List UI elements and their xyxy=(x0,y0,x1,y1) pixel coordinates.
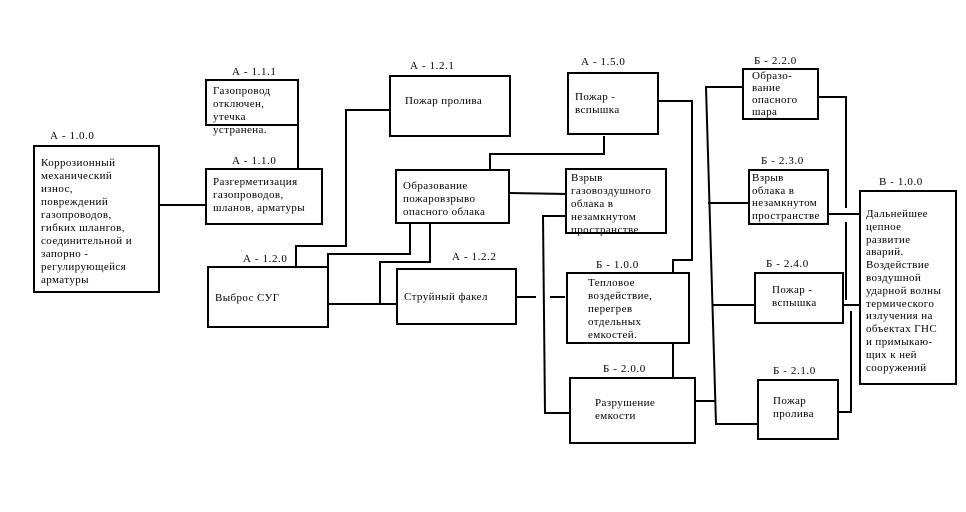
node-code-a111: А - 1.1.1 xyxy=(232,66,277,78)
node-text-a122: Струйный факел xyxy=(404,291,488,303)
node-b100[interactable]: Тепловое воздействие, перегрев отдельных… xyxy=(566,272,690,344)
node-text-v100: Дальнейшее цепное развитие аварий. Возде… xyxy=(866,208,942,374)
edge-a120-cloud xyxy=(327,223,411,266)
edge-a150-b100 xyxy=(658,100,693,272)
node-text-a100: Коррозионный механический износ, поврежд… xyxy=(41,157,133,286)
node-cloud[interactable]: Образование пожаровзрыво опасного облака xyxy=(395,169,510,224)
node-text-b220: Образо- вание опасного шара xyxy=(752,70,798,118)
edge-b220-v100 xyxy=(818,96,847,208)
node-code-b220: Б - 2.2.0 xyxy=(754,55,797,67)
node-code-a110: А - 1.1.0 xyxy=(232,155,277,167)
node-code-b210: Б - 2.1.0 xyxy=(773,365,816,377)
node-text-b230: Взрыв облака в незамкнутом пространстве xyxy=(752,172,820,222)
node-text-b240: Пожар - вспышка xyxy=(772,284,817,309)
edge-explosion-b200 xyxy=(541,215,570,414)
node-a150[interactable]: Пожар - вспышка xyxy=(567,72,659,135)
node-a120[interactable]: Выброс СУГ xyxy=(207,266,329,328)
node-text-a121: Пожар пролива xyxy=(405,95,483,107)
node-text-a111: Газопровод отключен, утечка устранена. xyxy=(213,85,271,136)
node-code-b200: Б - 2.0.0 xyxy=(603,363,646,375)
edge-cloud-explosion xyxy=(508,192,569,195)
edge-b210-v100 xyxy=(838,311,852,413)
node-text-a120: Выброс СУГ xyxy=(215,292,280,304)
edge-cloud-a122 xyxy=(379,223,431,304)
node-text-b200: Разрушение емкости xyxy=(595,397,656,422)
node-text-b100: Тепловое воздействие, перегрев отдельных… xyxy=(588,277,653,341)
node-code-b230: Б - 2.3.0 xyxy=(761,155,804,167)
node-b220[interactable]: Образо- вание опасного шара xyxy=(742,68,819,120)
edge-cloud-a150 xyxy=(489,136,605,169)
node-code-a122: А - 1.2.2 xyxy=(452,251,497,263)
node-text-cloud: Образование пожаровзрыво опасного облака xyxy=(403,180,486,218)
node-text-a110: Разгерметизация газопроводов, шланов, ар… xyxy=(213,176,306,214)
node-code-a120: А - 1.2.0 xyxy=(243,253,288,265)
node-a110[interactable]: Разгерметизация газопроводов, шланов, ар… xyxy=(205,168,323,225)
node-code-v100: В - 1.0.0 xyxy=(879,176,923,188)
node-v100[interactable]: Дальнейшее цепное развитие аварий. Возде… xyxy=(859,190,957,385)
node-b230[interactable]: Взрыв облака в незамкнутом пространстве xyxy=(748,169,829,225)
node-a122[interactable]: Струйный факел xyxy=(396,268,517,325)
node-explosion[interactable]: Взрыв газовоздушного облака в незамкнуто… xyxy=(565,168,667,236)
node-text-a150: Пожар - вспышка xyxy=(575,91,620,116)
node-b240[interactable]: Пожар - вспышка xyxy=(754,272,844,324)
node-b210[interactable]: Пожар пролива xyxy=(757,379,839,440)
node-a111[interactable]: Газопровод отключен, утечка устранена. xyxy=(205,79,299,136)
edge-a120-a121 xyxy=(295,109,390,266)
node-text-explosion: Взрыв газовоздушного облака в незамкнуто… xyxy=(571,172,652,236)
edge-b-spine xyxy=(704,86,760,425)
node-a100[interactable]: Коррозионный механический износ, поврежд… xyxy=(33,145,160,293)
node-code-a100: А - 1.0.0 xyxy=(50,130,95,142)
node-text-b210: Пожар пролива xyxy=(773,395,814,420)
node-code-b100: Б - 1.0.0 xyxy=(596,259,639,271)
node-code-a150: А - 1.5.0 xyxy=(581,56,626,68)
node-a121[interactable]: Пожар пролива xyxy=(389,75,511,137)
node-code-a121: А - 1.2.1 xyxy=(410,60,455,72)
node-b200[interactable]: Разрушение емкости xyxy=(569,377,696,444)
node-code-b240: Б - 2.4.0 xyxy=(766,258,809,270)
